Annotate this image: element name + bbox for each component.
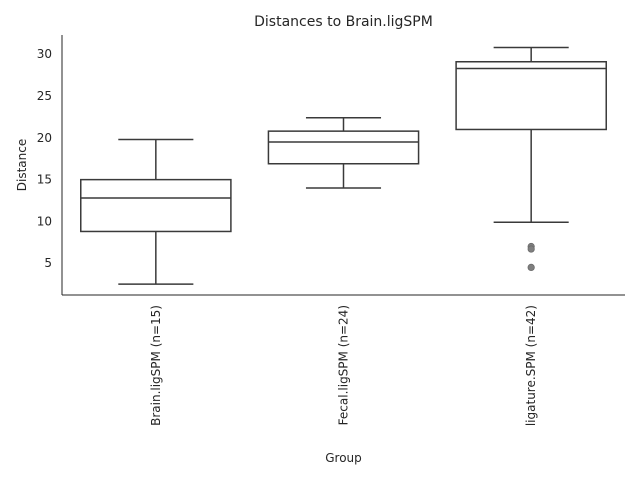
- y-tick-label: 15: [37, 173, 52, 187]
- box-group: [267, 117, 420, 189]
- chart-title: Distances to Brain.ligSPM: [254, 14, 433, 30]
- x-tick-label: Brain.ligSPM (n=15): [149, 305, 163, 426]
- iqr-box: [80, 178, 232, 233]
- outlier-point: [527, 263, 535, 272]
- box-group: [455, 46, 607, 272]
- x-axis-label: Group: [325, 451, 362, 465]
- y-tick-label: 20: [37, 131, 52, 145]
- outlier-point: [527, 245, 535, 253]
- iqr-box: [267, 130, 420, 165]
- y-tick-label: 10: [37, 214, 52, 228]
- x-tick-label: ligature.SPM (n=42): [524, 305, 538, 426]
- y-axis-ticks: 5 10 15 20 25 30: [37, 47, 52, 270]
- x-tick-label: Fecal.ligSPM (n=24): [337, 305, 351, 425]
- y-tick-label: 25: [37, 89, 52, 103]
- box-group: [80, 138, 232, 285]
- y-tick-label: 5: [44, 256, 52, 270]
- y-tick-label: 30: [37, 47, 52, 61]
- plot-area: [80, 46, 607, 285]
- x-axis-ticks: Brain.ligSPM (n=15) Fecal.ligSPM (n=24) li…: [149, 305, 538, 426]
- y-axis-label: Distance: [15, 139, 29, 191]
- iqr-box: [455, 61, 607, 131]
